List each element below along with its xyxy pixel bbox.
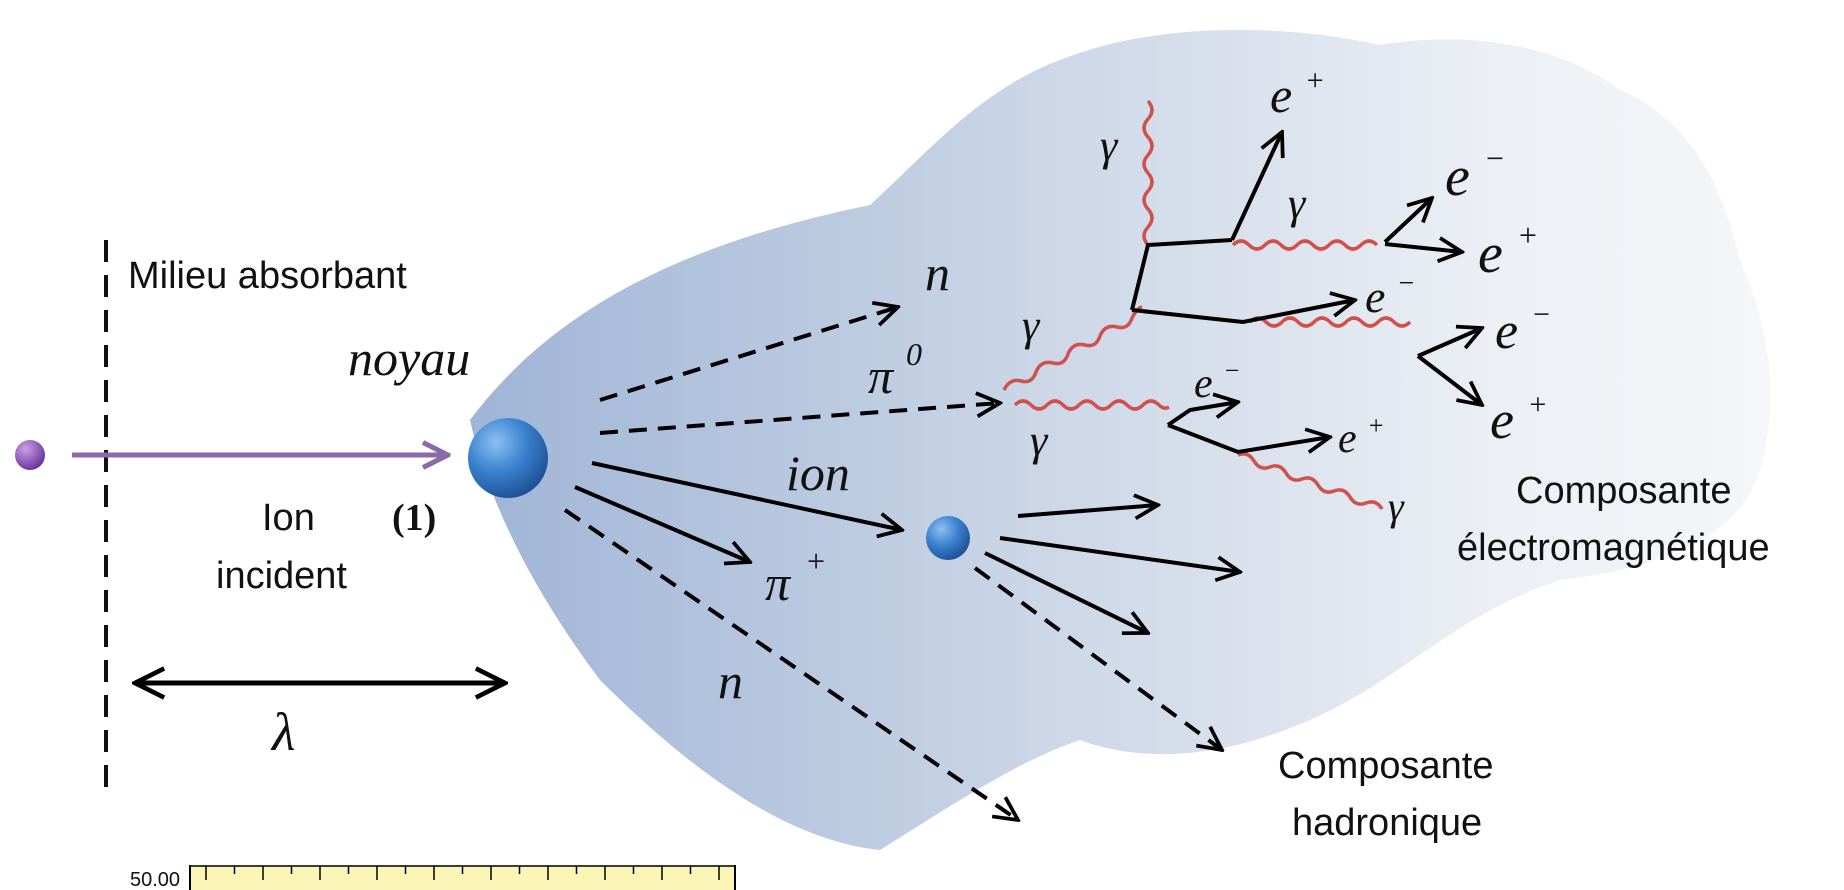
positron-4-track: [1167, 423, 1330, 455]
electron-label-4: e −: [1194, 356, 1241, 407]
positron-label-1: e +: [1270, 64, 1325, 123]
positron-label-3: e +: [1490, 388, 1548, 450]
positron-label-1-charge: +: [1305, 64, 1325, 97]
gamma-label-mid: γ: [1288, 179, 1307, 228]
electron-label-3: e −: [1495, 298, 1551, 360]
target-nucleus: [468, 418, 548, 498]
positron-label-2-charge: +: [1517, 217, 1539, 253]
ruler-value: 50.00: [130, 869, 180, 890]
pi0-superscript: 0: [906, 336, 922, 372]
ruler-strip: 50.00: [130, 865, 736, 890]
electron-label-2: e −: [1365, 268, 1416, 322]
positron-label-4-base: e: [1338, 416, 1357, 462]
ion-fragment-label: ion: [786, 445, 850, 501]
positron-label-4: e +: [1338, 411, 1385, 462]
ion-incident-label-line2: incident: [216, 555, 347, 597]
gamma-label-bottom-right: γ: [1388, 484, 1405, 529]
electron-label-3-charge: −: [1531, 298, 1551, 331]
secondary-track-1: [1017, 505, 1158, 516]
positron-label-2-base: e: [1478, 223, 1503, 285]
lambda-symbol: λ: [270, 702, 295, 762]
piplus-superscript: +: [805, 543, 827, 579]
step-label: (1): [392, 497, 436, 539]
photon-lower-right: [1237, 452, 1384, 510]
em-component-label-line2: électromagnétique: [1457, 527, 1770, 569]
pi0-label: π: [868, 348, 895, 404]
milieu-absorbant-label: Milieu absorbant: [128, 255, 407, 297]
piplus-symbol: π: [765, 555, 792, 611]
photon-middle-right: [1231, 239, 1379, 251]
noyau-label: noyau: [348, 330, 470, 386]
electron-label-1: e −: [1445, 140, 1505, 208]
secondary-fragment: [926, 516, 970, 560]
positron-upper-right-track: [1384, 244, 1462, 252]
photon-lower-left: [1013, 399, 1170, 411]
secondary-track-4-dashed: [973, 566, 1222, 750]
photon-vertical: [1142, 99, 1154, 247]
positron-label-4-charge: +: [1367, 411, 1385, 440]
photon-upper-left: [1002, 305, 1143, 391]
positron-label-3-charge: +: [1527, 388, 1547, 421]
electron-label-1-charge: −: [1484, 140, 1506, 176]
electron-2-track: [1131, 300, 1355, 325]
electron-label-3-base: e: [1495, 303, 1518, 360]
electron-4-track: [1166, 402, 1238, 427]
incident-ion: [15, 440, 45, 470]
positron-label-2: e +: [1478, 217, 1538, 285]
em-cascade: [1002, 99, 1482, 510]
electron-label-2-charge: −: [1397, 268, 1416, 299]
electron-3-track: [1417, 328, 1482, 358]
neutron-top-track: [599, 307, 898, 402]
piplus-label: π: [765, 555, 792, 611]
piplus-track: [574, 485, 750, 562]
neutron-top-label: n: [925, 245, 950, 301]
electron-upper-right-track: [1383, 198, 1432, 244]
photon-branch: [1248, 316, 1412, 328]
electron-label-2-base: e: [1365, 271, 1385, 322]
ruler-ticks: [205, 866, 720, 880]
gamma-label-top: γ: [1100, 121, 1119, 170]
gamma-label-left-lower: γ: [1030, 416, 1049, 465]
gamma-label-left-upper: γ: [1022, 301, 1041, 350]
pi0-track: [599, 403, 1000, 435]
positron-1-track: [1230, 132, 1282, 241]
pi0-symbol: π: [868, 348, 895, 404]
positron-label-1-base: e: [1270, 67, 1292, 123]
shower-cloud: [470, 29, 1771, 851]
positron-3-track: [1416, 354, 1482, 405]
em-component-label-line1: Composante: [1516, 470, 1731, 512]
hadronic-component-label-line2: hadronique: [1292, 802, 1482, 844]
electron-label-4-charge: −: [1223, 356, 1241, 385]
pair-upper-left-leg: [1130, 238, 1233, 311]
electron-label-1-base: e: [1445, 146, 1470, 208]
ion-incident-label-line1: Ion: [262, 497, 315, 539]
neutron-bottom-track: [563, 508, 1018, 820]
ion-fragment-track: [591, 461, 902, 530]
electron-label-4-base: e: [1194, 361, 1213, 407]
secondary-track-2: [999, 536, 1240, 572]
secondary-track-3: [984, 551, 1148, 633]
hadronic-component-label-line1: Composante: [1278, 745, 1493, 787]
positron-label-3-base: e: [1490, 390, 1514, 450]
neutron-bottom-label: n: [718, 653, 743, 709]
